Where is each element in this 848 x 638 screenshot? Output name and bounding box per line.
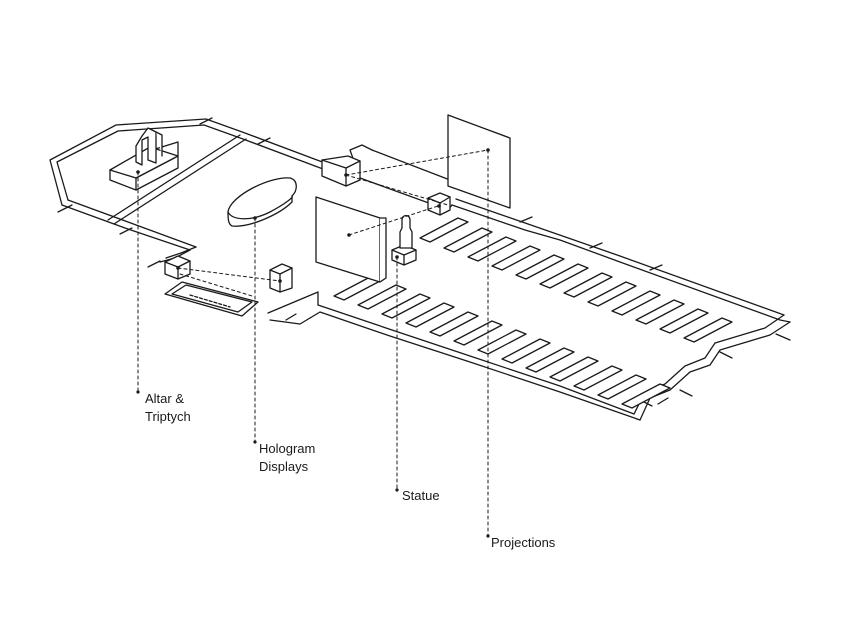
side-platform: [164, 281, 259, 317]
pews-right: [419, 217, 733, 343]
label-altar-line2: Triptych: [145, 409, 191, 424]
anchor-dots: [136, 148, 490, 538]
label-projections: Projections: [491, 535, 556, 550]
projection-beam-2: [345, 174, 449, 206]
leader-lines: [137, 149, 489, 537]
hologram-ellipse: [227, 177, 297, 227]
label-statue: Statue: [402, 488, 440, 503]
projector-box-2: [427, 192, 451, 216]
hologram-box-right: [269, 263, 293, 293]
projection-beam-3: [348, 205, 439, 236]
projection-beam-1: [345, 149, 489, 176]
projection-screen-large: [447, 114, 511, 209]
label-hologram-line2: Displays: [259, 459, 309, 474]
hologram-beam-2: [179, 273, 253, 297]
statue: [391, 214, 417, 266]
nave-walls: [147, 144, 791, 421]
hologram-beam-1: [177, 267, 281, 282]
label-altar-line1: Altar &: [145, 391, 185, 406]
label-altar-triptych: Altar & Triptych: [145, 390, 191, 426]
apse-outline: [49, 117, 453, 251]
label-hologram-displays: Hologram Displays: [259, 440, 315, 476]
altar-triptych: [109, 127, 179, 191]
projector-box-1: [321, 155, 361, 187]
pews-left: [333, 275, 671, 409]
label-hologram-line1: Hologram: [259, 441, 316, 456]
projection-screen-small: [315, 196, 387, 283]
